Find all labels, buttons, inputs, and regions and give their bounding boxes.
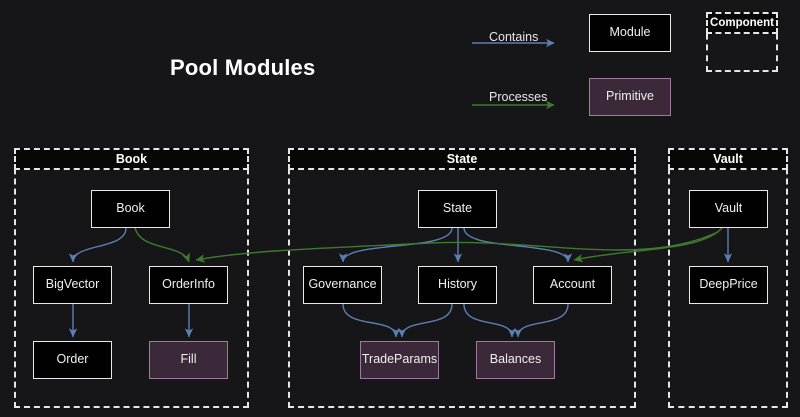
node-state-node[interactable]: State (418, 190, 497, 228)
node-book-node[interactable]: Book (91, 190, 170, 228)
node-fill[interactable]: Fill (149, 341, 228, 379)
legend-contains-arrow (472, 38, 555, 48)
legend-contains-label: Contains (489, 30, 539, 44)
container-header-state: State (288, 148, 636, 170)
legend-primitive-box: Primitive (589, 78, 671, 116)
node-deepprice[interactable]: DeepPrice (689, 266, 768, 304)
node-account[interactable]: Account (533, 266, 612, 304)
legend-processes-arrow (472, 100, 555, 110)
node-order[interactable]: Order (33, 341, 112, 379)
node-balances[interactable]: Balances (476, 341, 555, 379)
node-orderinfo[interactable]: OrderInfo (149, 266, 228, 304)
node-tradeparams[interactable]: TradeParams (360, 341, 439, 379)
page-title: Pool Modules (170, 55, 316, 80)
legend-module-box: Module (589, 14, 671, 52)
legend-component-label: Component (706, 12, 778, 34)
node-vault-node[interactable]: Vault (689, 190, 768, 228)
legend-processes-label: Processes (489, 90, 548, 104)
container-header-vault: Vault (668, 148, 788, 170)
container-header-book: Book (14, 148, 249, 170)
node-history[interactable]: History (418, 266, 497, 304)
node-governance[interactable]: Governance (303, 266, 382, 304)
node-bigvector[interactable]: BigVector (33, 266, 112, 304)
